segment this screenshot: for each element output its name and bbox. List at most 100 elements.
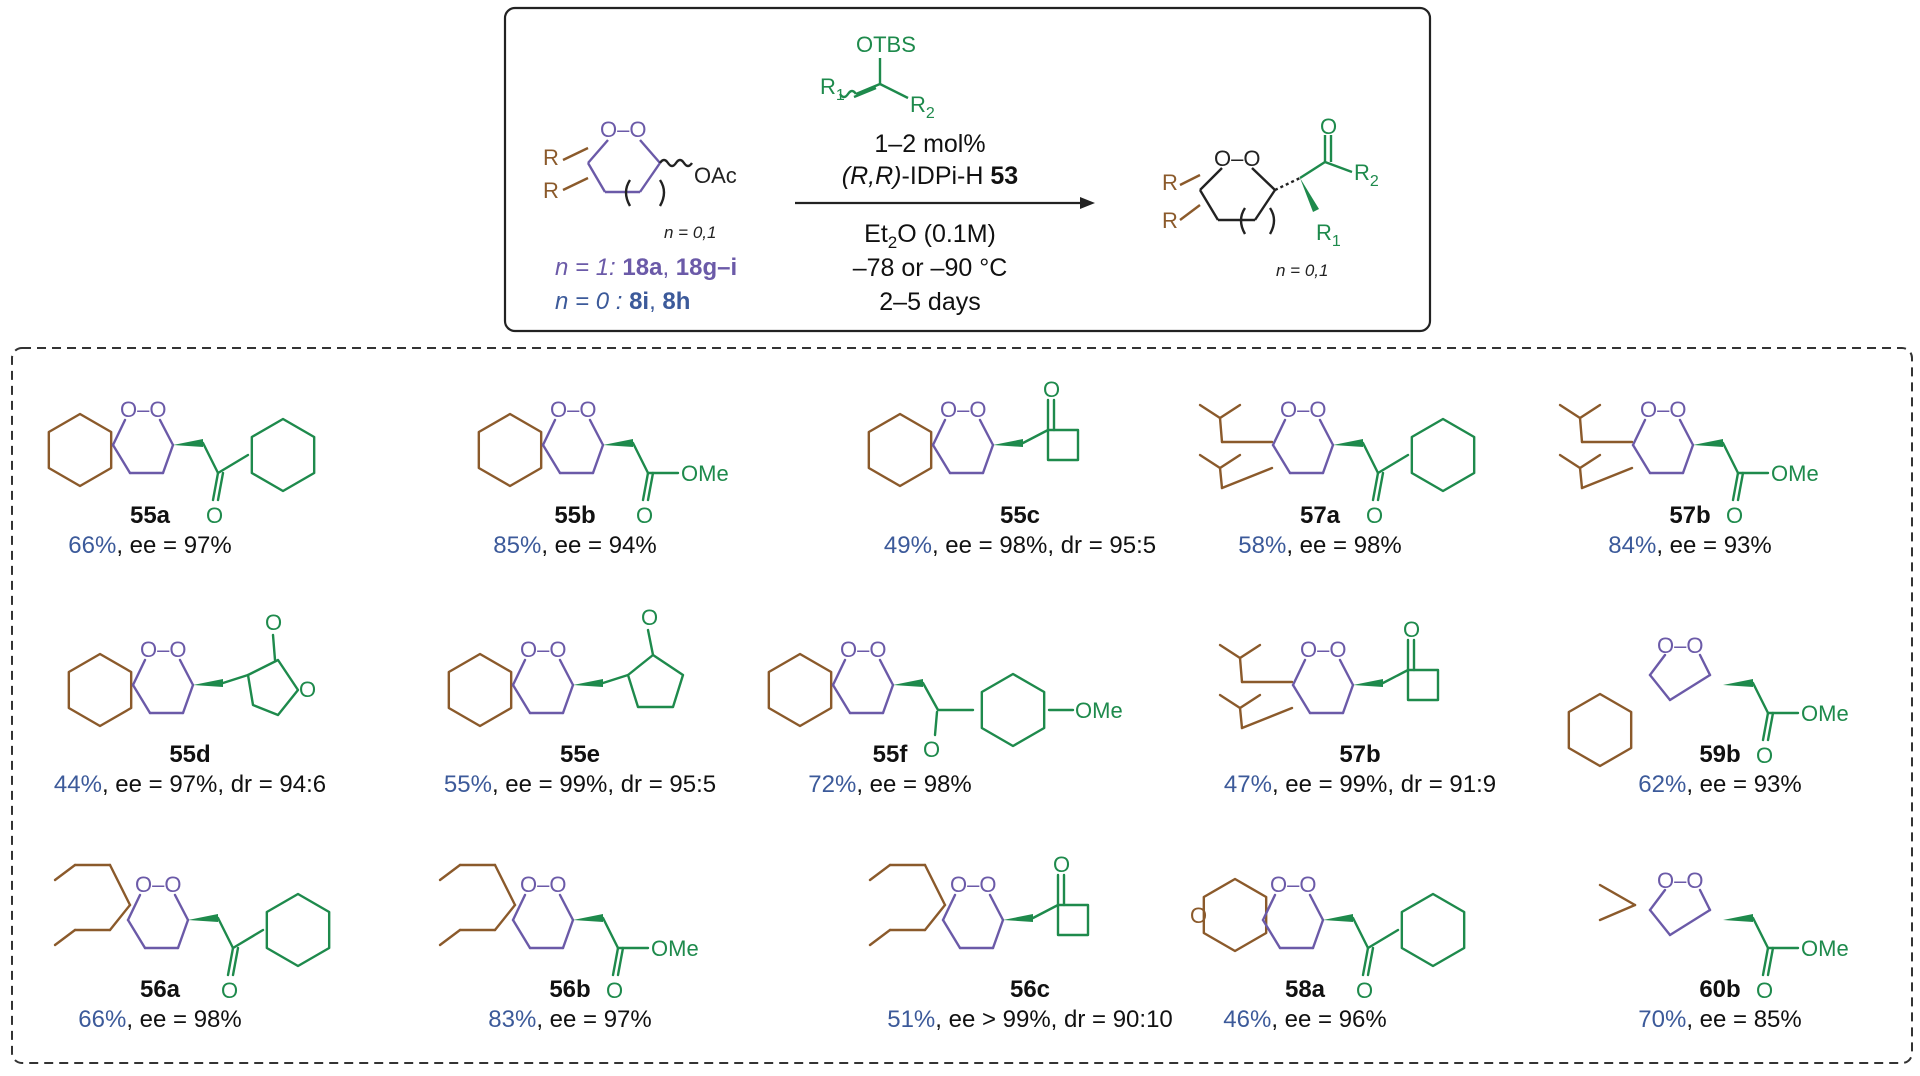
methoxy-group: OMe xyxy=(1801,936,1849,961)
compound-result: 85%, ee = 94% xyxy=(493,532,656,559)
carbonyl-oxygen: O xyxy=(265,610,282,635)
wedge-bond xyxy=(893,679,923,687)
selectivity-value: , ee = 97%, dr = 94:6 xyxy=(102,771,326,798)
compound-result: 58%, ee = 98% xyxy=(1238,532,1401,559)
selectivity-value: , ee = 85% xyxy=(1686,1006,1801,1033)
methoxy-group: OMe xyxy=(1075,698,1123,723)
reaction-arrow xyxy=(795,197,1095,209)
product-n-range: n = 0,1 xyxy=(1276,261,1328,280)
yield-value: 44% xyxy=(54,771,102,798)
selectivity-value: , ee = 99%, dr = 95:5 xyxy=(492,771,716,798)
reactant-series-n1: n = 1: 18a, 18g–i xyxy=(555,254,737,281)
selectivity-value: , ee = 94% xyxy=(541,532,656,559)
compound-result: 62%, ee = 93% xyxy=(1638,771,1801,798)
compound-result: 70%, ee = 85% xyxy=(1638,1006,1801,1033)
compound-result: 47%, ee = 99%, dr = 91:9 xyxy=(1224,771,1496,798)
peroxide-label: O–O xyxy=(135,872,181,897)
compound-label: 60b xyxy=(1699,976,1740,1003)
reagent-r1: R1 xyxy=(820,74,845,104)
wedge-bond xyxy=(573,679,603,687)
reactant-series-n0: n = 0 : 8i, 8h xyxy=(555,288,690,315)
methoxy-group: OMe xyxy=(651,936,699,961)
compound-label: 55f xyxy=(873,741,909,768)
yield-value: 70% xyxy=(1638,1006,1686,1033)
solvent: Et2O (0.1M) xyxy=(864,220,996,252)
compound-label: 56c xyxy=(1010,976,1050,1003)
temperature: –78 or –90 °C xyxy=(853,254,1008,282)
products-frame xyxy=(11,347,1913,1064)
carbonyl-oxygen: O xyxy=(1356,978,1373,1003)
peroxide-label: O–O xyxy=(520,872,566,897)
yield-value: 66% xyxy=(78,1006,126,1033)
peroxide-label: O–O xyxy=(940,397,986,422)
compound-result: 84%, ee = 93% xyxy=(1608,532,1771,559)
wedge-bond xyxy=(1003,914,1033,922)
ring-oxygen: O xyxy=(299,677,316,702)
peroxide-label: O–O xyxy=(840,637,886,662)
wedge-bond xyxy=(1353,679,1383,687)
product-r1: R1 xyxy=(1316,220,1341,250)
reactant-leaving-group: OAc xyxy=(694,163,737,188)
carbonyl-oxygen: O xyxy=(606,978,623,1003)
reaction-box xyxy=(503,6,1432,333)
reactant-n-range: n = 0,1 xyxy=(664,223,716,242)
methoxy-group: OMe xyxy=(1771,461,1819,486)
selectivity-value: , ee = 98% xyxy=(856,771,971,798)
wedge-bond xyxy=(1723,914,1753,922)
carbonyl-oxygen: O xyxy=(221,978,238,1003)
compound-label: 55b xyxy=(554,502,595,529)
methoxy-group: OMe xyxy=(1801,701,1849,726)
reaction-time: 2–5 days xyxy=(879,288,980,316)
product-r-lower: R xyxy=(1162,208,1178,233)
carbonyl-oxygen: O xyxy=(1403,617,1420,642)
reactant-peroxide: O–O xyxy=(600,117,646,142)
selectivity-value: , ee = 98% xyxy=(126,1006,241,1033)
reagent-silyl-group: OTBS xyxy=(856,32,916,57)
yield-value: 72% xyxy=(808,771,856,798)
peroxide-label: O–O xyxy=(1657,868,1703,893)
carbonyl-oxygen: O xyxy=(1053,852,1070,877)
compound-label: 56a xyxy=(140,976,181,1003)
compound-result: 49%, ee = 98%, dr = 95:5 xyxy=(884,532,1156,559)
silyl-enol-ether xyxy=(839,58,909,100)
peroxide-label: O–O xyxy=(1300,637,1346,662)
selectivity-value: , ee = 93% xyxy=(1656,532,1771,559)
ketone-oxygen: O xyxy=(923,737,940,762)
yield-value: 51% xyxy=(887,1006,935,1033)
product-r2: R2 xyxy=(1354,160,1379,190)
selectivity-value: , ee > 99%, dr = 90:10 xyxy=(935,1006,1173,1033)
compound-label: 55c xyxy=(1000,502,1040,529)
compound-label: 57b xyxy=(1669,502,1710,529)
carbonyl-oxygen: O xyxy=(1043,377,1060,402)
yield-value: 58% xyxy=(1238,532,1286,559)
wedge-bond xyxy=(573,914,603,922)
reactant-structure xyxy=(562,139,693,207)
peroxide-label: O–O xyxy=(1280,397,1326,422)
yield-value: 46% xyxy=(1223,1006,1271,1033)
wedge-bond xyxy=(1693,439,1723,447)
compound-result: 51%, ee > 99%, dr = 90:10 xyxy=(887,1006,1173,1033)
selectivity-value: , ee = 99%, dr = 91:9 xyxy=(1272,771,1496,798)
yield-value: 83% xyxy=(488,1006,536,1033)
reactant-r-lower: R xyxy=(543,178,559,203)
compound-label: 57a xyxy=(1300,502,1341,529)
compound-label: 55a xyxy=(130,502,171,529)
carbonyl-oxygen: O xyxy=(641,605,658,630)
selectivity-value: , ee = 97% xyxy=(116,532,231,559)
product-ketone-o: O xyxy=(1320,114,1337,139)
peroxide-label: O–O xyxy=(950,872,996,897)
product-55f: O–O O OMe 55f 72%, ee = 98% xyxy=(767,637,1123,798)
peroxide-label: O–O xyxy=(120,397,166,422)
ring-oxygen: O xyxy=(1190,903,1207,928)
yield-value: 49% xyxy=(884,532,932,559)
carbonyl-oxygen: O xyxy=(1726,503,1743,528)
reactant-r-upper: R xyxy=(543,145,559,170)
yield-value: 55% xyxy=(444,771,492,798)
